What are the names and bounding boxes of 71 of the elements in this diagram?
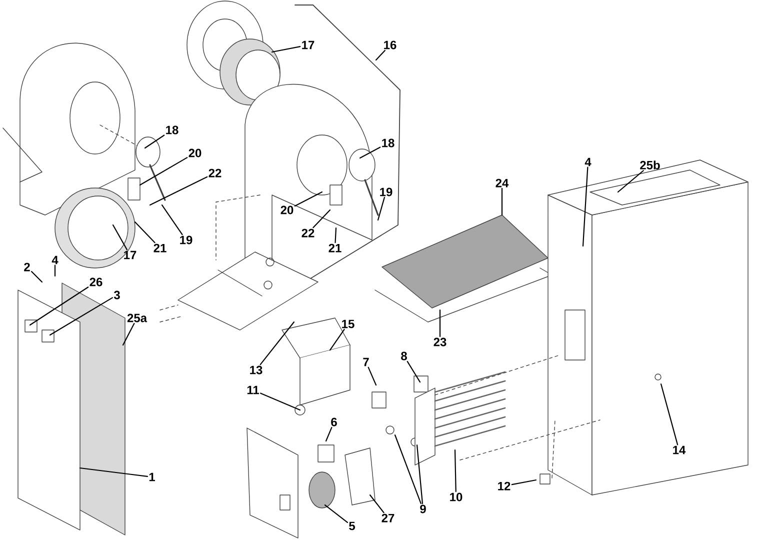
callout-number: 9	[420, 504, 426, 514]
leader-line	[369, 494, 384, 514]
leader-line	[312, 209, 331, 228]
leader-line	[161, 204, 183, 236]
leader-line	[271, 46, 301, 53]
callout-number: 27	[382, 514, 394, 522]
callout-number: 25a	[127, 314, 148, 322]
leader-line	[617, 170, 644, 193]
callout-number: 11	[247, 386, 259, 394]
leader-line	[260, 392, 301, 411]
callout-number: 20	[188, 148, 202, 158]
leader-line	[30, 271, 43, 283]
callout-number: 13	[250, 366, 262, 374]
callout-number: 4	[584, 158, 592, 166]
callout-number: 6	[331, 418, 337, 426]
leader-line	[454, 449, 456, 492]
callout-number: 3	[114, 290, 120, 300]
leader-line	[406, 360, 421, 383]
callout-number: 1	[149, 472, 155, 482]
callout-number: 12	[498, 482, 510, 490]
callout-number: 4	[52, 256, 58, 264]
callout-number: 17	[124, 250, 136, 260]
callout-number: 25b	[640, 160, 660, 170]
leader-line	[294, 191, 323, 206]
leader-line	[29, 286, 89, 326]
callout-number: 20	[280, 206, 294, 214]
leader-line	[134, 221, 156, 244]
leader-line	[260, 321, 295, 366]
leader-line	[368, 366, 377, 386]
leader-line	[375, 50, 386, 61]
leader-line	[660, 383, 678, 446]
callout-number: 22	[302, 228, 314, 238]
leader-line	[325, 426, 332, 442]
leader-line	[139, 157, 188, 186]
callout-number: 21	[328, 244, 342, 252]
callout-number: 2	[24, 262, 30, 272]
callout-number: 18	[166, 126, 178, 134]
leader-line	[359, 146, 381, 159]
leader-line	[377, 196, 385, 221]
leader-line	[49, 297, 114, 336]
callout-number: 26	[90, 278, 102, 286]
callout-number: 15	[342, 320, 354, 328]
callout-number: 18	[382, 138, 394, 148]
callout-number: 8	[401, 352, 407, 360]
callout-number: 19	[380, 188, 392, 196]
leader-line	[324, 504, 348, 524]
callout-number: 22	[208, 168, 222, 178]
callout-number: 24	[496, 178, 509, 188]
leader-line	[501, 188, 503, 216]
callout-number: 17	[302, 40, 314, 50]
leader-line	[582, 166, 588, 247]
callout-number: 7	[363, 358, 369, 366]
leader-line	[122, 322, 135, 346]
leader-line	[439, 309, 441, 338]
leader-line	[394, 434, 422, 504]
leader-line	[416, 444, 424, 504]
callout-number: 21	[154, 244, 166, 252]
leader-line	[149, 176, 208, 206]
leader-line	[54, 264, 56, 277]
callout-number: 16	[384, 40, 396, 50]
leader-line	[334, 227, 337, 244]
leader-line	[329, 328, 345, 351]
leader-line	[79, 467, 148, 477]
leader-line	[144, 134, 165, 149]
callout-number: 19	[180, 236, 192, 244]
callout-number: 14	[673, 446, 686, 454]
callout-number: 5	[349, 522, 355, 530]
callout-number: 23	[434, 338, 446, 346]
leader-line	[511, 479, 537, 486]
leader-line	[112, 224, 128, 250]
callout-number: 10	[450, 492, 462, 502]
